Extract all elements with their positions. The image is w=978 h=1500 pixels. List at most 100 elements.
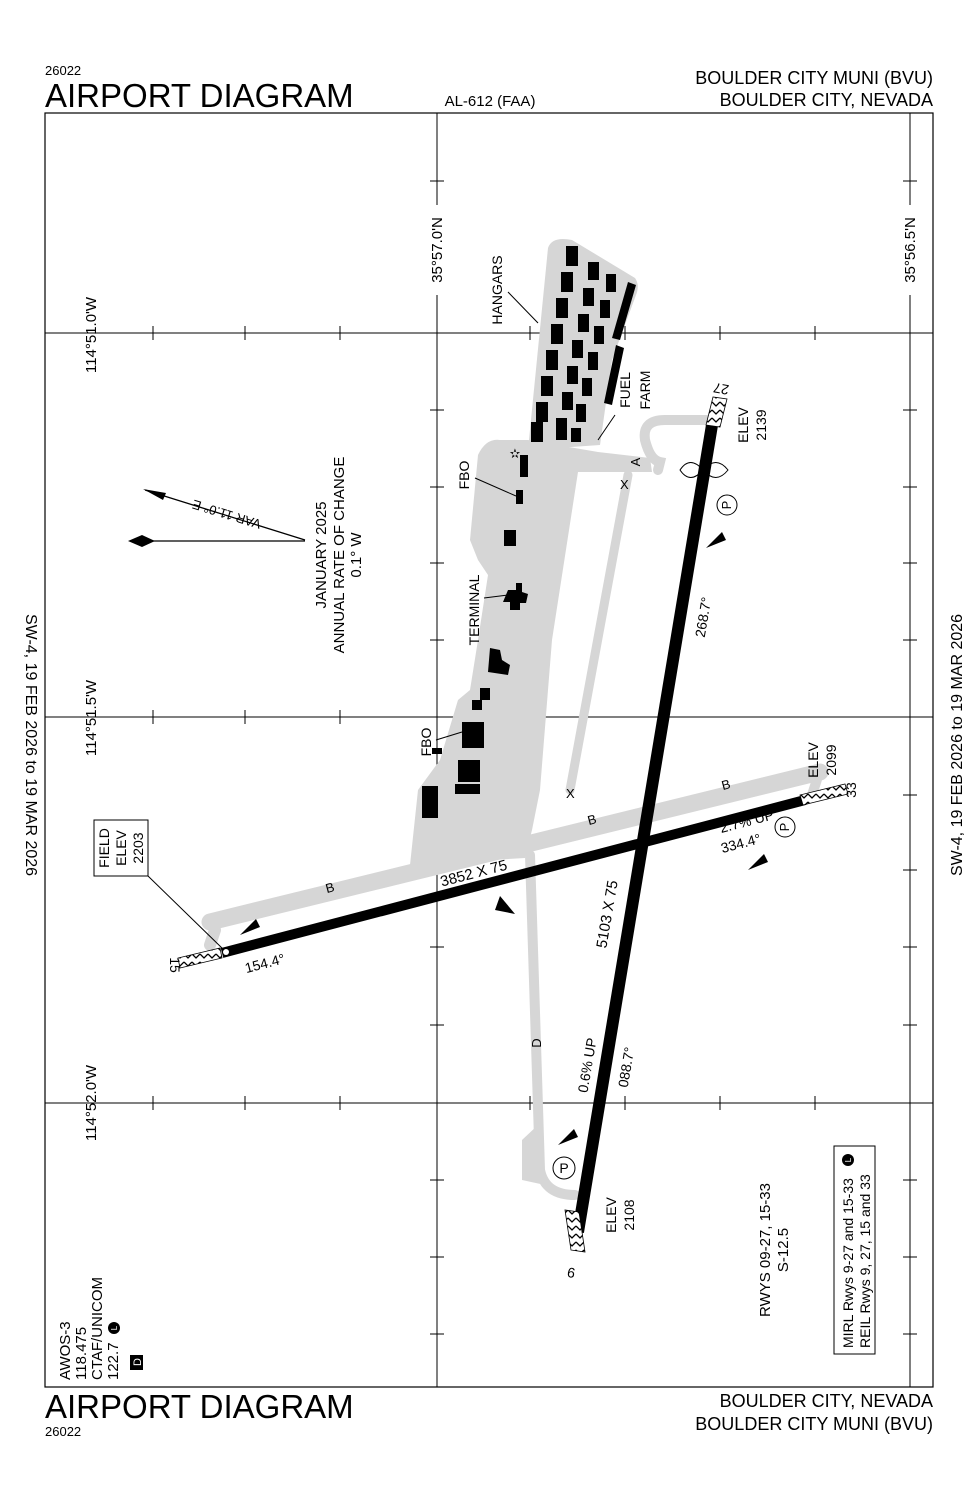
field-elev-line1: FIELD — [96, 828, 112, 868]
hangar — [594, 326, 604, 344]
field-elev-value: 2203 — [130, 832, 146, 863]
lighting-icon-label: L — [110, 1325, 119, 1330]
hangar — [561, 272, 573, 292]
taxiway-label-b: B — [720, 776, 732, 793]
weight-bearing-note-1: RWYS 09-27, 15-33 — [757, 1183, 774, 1317]
parking-icon: P — [552, 1156, 576, 1180]
windsock-icon — [706, 532, 726, 548]
field-elevation-box: FIELD ELEV 2203 — [93, 819, 225, 951]
hangar — [556, 298, 568, 318]
variation-label: VAR 11.0° E — [190, 497, 263, 532]
ctaf-frequency: 122.7 — [105, 1342, 122, 1380]
hangar — [455, 784, 480, 794]
heading-9: 088.7° — [615, 1046, 638, 1089]
hangars-label: HANGARS — [489, 255, 505, 324]
variation-rate-label: ANNUAL RATE OF CHANGE — [331, 457, 348, 654]
hangar — [588, 352, 598, 370]
chart-number: 26022 — [45, 63, 81, 78]
segmented-circle-icon — [679, 462, 729, 478]
procedure-id: AL-612 (FAA) — [445, 93, 536, 110]
footer-title: AIRPORT DIAGRAM — [45, 1388, 354, 1425]
hold-marker-icon: X — [566, 786, 575, 801]
hangar — [556, 418, 567, 440]
threshold-15 — [177, 947, 223, 969]
windsock-icon — [748, 854, 768, 870]
hangar — [588, 262, 599, 280]
hangar — [546, 350, 558, 370]
fbo-north-label: FBO — [456, 461, 472, 490]
lighting-notes-box: MIRL Rwys 9-27 and 15-33 REIL Rwys 9, 27… — [833, 1145, 876, 1355]
fuel-farm-label-2: FARM — [637, 371, 653, 410]
hold-markers: X X — [566, 477, 629, 801]
dme-icon-label: D — [132, 1358, 144, 1366]
magnetic-north-arrow-icon — [143, 489, 166, 500]
terminal-building — [503, 583, 528, 610]
hangar — [606, 274, 616, 292]
dme-icon — [130, 1355, 143, 1370]
lon-label-1: 114°51.0'W — [83, 296, 100, 373]
terminal-leader — [483, 594, 509, 599]
footer-airport-name: BOULDER CITY MUNI (BVU) — [695, 1414, 933, 1434]
taxiway-label-b: B — [324, 879, 336, 896]
hangar — [582, 378, 592, 396]
elev-27-label: ELEV — [735, 406, 751, 442]
parking-label: P — [719, 501, 734, 510]
hangar — [562, 392, 573, 410]
communications: AWOS-3 118.475 CTAF/UNICOM 122.7 L D — [57, 1277, 144, 1380]
elev-33-label: ELEV — [805, 741, 821, 777]
field-elev-line2: ELEV — [113, 829, 129, 865]
threshold-9 — [564, 1209, 586, 1253]
hangar — [458, 760, 480, 782]
city-state: BOULDER CITY, NEVADA — [720, 90, 933, 110]
taxiway-label-b: B — [586, 811, 598, 828]
ctaf-label: CTAF/UNICOM — [89, 1277, 106, 1380]
hangar — [567, 366, 578, 384]
runup-area-9 — [522, 1125, 545, 1185]
lighted-windsock-icon — [495, 896, 515, 914]
threshold-27 — [705, 396, 728, 428]
right-margin-dates: SW-4, 19 FEB 2026 to 19 MAR 2026 — [949, 614, 966, 876]
slope-9-27: 0.6% UP — [575, 1037, 600, 1094]
fbo-building — [516, 490, 523, 504]
hangar — [536, 402, 548, 422]
parking-icon: P — [716, 494, 738, 516]
awos-frequency: 118.475 — [73, 1327, 90, 1380]
lighting-icon — [842, 1154, 854, 1166]
hangar — [604, 345, 624, 405]
building — [472, 700, 482, 710]
frame — [44, 112, 934, 1388]
taxiway-b-connector — [204, 924, 221, 951]
hangar — [541, 376, 553, 396]
taxiway-27-loop — [639, 415, 717, 475]
fbo-north-leader — [474, 477, 517, 497]
airport-name: BOULDER CITY MUNI (BVU) — [695, 68, 933, 88]
hangar — [571, 428, 581, 442]
lighting-note-2: REIL Rwys 9, 27, 15 and 33 — [857, 1174, 873, 1348]
buildings: ✫ — [422, 246, 636, 818]
building — [422, 786, 438, 818]
taxiway-b-parallel — [201, 763, 829, 931]
runway-end-33: 33 — [843, 782, 859, 798]
magnetic-north-line — [144, 489, 306, 541]
windsock-icon — [240, 919, 260, 935]
awos-label: AWOS-3 — [57, 1321, 74, 1380]
runway-end-27: 27 — [712, 380, 730, 398]
fbo-south-label: FBO — [418, 728, 434, 757]
lat-label-2: 35°56.5'N — [902, 217, 919, 283]
lat-label-1: 35°57.0'N — [429, 217, 446, 283]
elev-9-label: ELEV — [603, 1196, 619, 1232]
grid — [44, 112, 934, 1388]
parking-label: P — [559, 1160, 568, 1176]
true-north-arrow-icon — [128, 535, 155, 547]
weight-bearing-note-2: S-12.5 — [775, 1228, 792, 1272]
fbo-south-leader — [435, 731, 463, 741]
footer-chart-number: 26022 — [45, 1424, 81, 1439]
taxiway-label-a: A — [628, 457, 643, 466]
lon-label-3: 114°52.0'W — [83, 1064, 100, 1141]
runway-9-27 — [564, 396, 728, 1253]
beacon-icon: ✫ — [510, 446, 521, 461]
runway-end-15: 15 — [167, 957, 183, 973]
lighting-icon-label: L — [844, 1157, 853, 1162]
hangar — [551, 324, 563, 344]
